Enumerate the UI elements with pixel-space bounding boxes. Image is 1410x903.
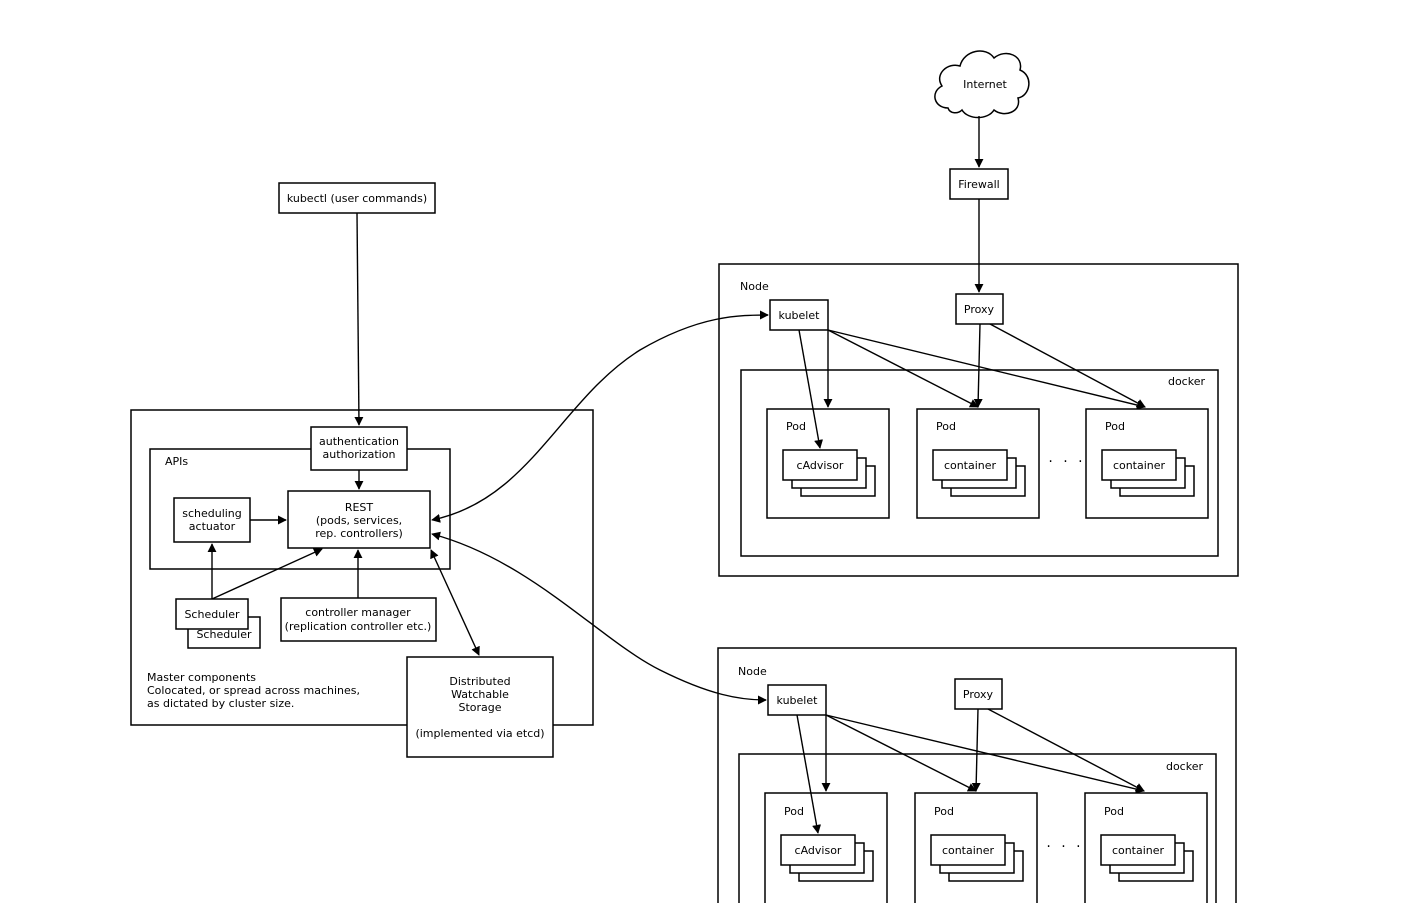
rest-kubelet-2-arrow xyxy=(431,531,767,705)
proxy-to-pod-arrow xyxy=(973,323,983,408)
firewall-label: Firewall xyxy=(958,178,999,191)
storage-box: Distributed Watchable Storage (implement… xyxy=(406,656,554,758)
kubectl-to-auth-arrow xyxy=(354,212,364,426)
container-box xyxy=(930,834,1006,866)
rest-line-3: rep. controllers) xyxy=(315,527,403,540)
scheduler-to-rest-arrow xyxy=(211,548,323,600)
kubelet-box xyxy=(769,299,829,331)
pod-label: Pod xyxy=(1105,420,1125,433)
auth-line-1: authentication xyxy=(319,435,399,448)
rest-kubelet-1-arrow xyxy=(431,310,769,523)
kubectl-label: kubectl (user commands) xyxy=(287,192,427,205)
master-caption-line-2: Colocated, or spread across machines, xyxy=(147,684,360,697)
scheduling-actuator-box: scheduling actuator xyxy=(173,497,251,543)
container-label: cAdvisor xyxy=(795,844,842,857)
pod-label: Pod xyxy=(1104,805,1124,818)
container-box xyxy=(1101,449,1177,481)
docker-label: docker xyxy=(1166,760,1204,773)
rest-line-2: (pods, services, xyxy=(316,514,402,527)
kubelet-label: kubelet xyxy=(779,309,821,322)
container-box xyxy=(780,834,856,866)
container-box xyxy=(1100,834,1176,866)
scheduler-stack: Scheduler Scheduler xyxy=(175,598,261,649)
storage-line-3: Storage xyxy=(458,701,501,714)
auth-box: authentication authorization xyxy=(310,426,408,471)
kubelet-to-pod-arrow xyxy=(827,329,1146,410)
kubelet-box xyxy=(767,684,827,716)
kubelet-to-pod-arrow xyxy=(825,714,1145,794)
kubelet-to-pod-arrow xyxy=(825,714,977,792)
docker-label: docker xyxy=(1168,375,1206,388)
apis-label: APIs xyxy=(165,455,188,468)
scheduler-back-label: Scheduler xyxy=(196,628,252,641)
internet-label: Internet xyxy=(963,78,1007,91)
pod-ellipsis: · · · xyxy=(1046,839,1083,855)
rest-line-1: REST xyxy=(345,501,374,514)
container-label: container xyxy=(944,459,997,472)
node-frame xyxy=(717,647,1237,903)
proxy-to-pod-arrow xyxy=(971,708,981,792)
kubectl-box: kubectl (user commands) xyxy=(278,182,436,214)
kubelet-to-cadvisor-arrow xyxy=(796,714,822,834)
container-label: container xyxy=(1113,459,1166,472)
pod-label: Pod xyxy=(934,805,954,818)
firewall-box: Firewall xyxy=(949,168,1009,200)
container-label: container xyxy=(942,844,995,857)
proxy-to-pod-arrow xyxy=(989,323,1146,408)
proxy-label: Proxy xyxy=(963,688,994,701)
kubelet-label: kubelet xyxy=(777,694,819,707)
controller-manager-line-2: (replication controller etc.) xyxy=(285,620,432,633)
pod-label: Pod xyxy=(786,420,806,433)
internet-cloud: Internet xyxy=(934,50,1030,119)
pod-label: Pod xyxy=(784,805,804,818)
rest-storage-arrow xyxy=(430,549,480,656)
node-2: Node docker kubelet Proxy Pod cAdvisor P… xyxy=(717,647,1237,903)
pod-label: Pod xyxy=(936,420,956,433)
connectors xyxy=(207,116,1146,834)
container-label: cAdvisor xyxy=(797,459,844,472)
proxy-box xyxy=(954,678,1003,710)
node-label: Node xyxy=(738,665,767,678)
controller-manager-box: controller manager (replication controll… xyxy=(280,597,437,642)
storage-line-2: Watchable xyxy=(451,688,509,701)
pod-ellipsis: · · · xyxy=(1048,454,1085,470)
scheduling-actuator-line-2: actuator xyxy=(189,520,236,533)
node-1: Node docker kubelet Proxy Pod cAdvisor P… xyxy=(718,263,1239,577)
container-label: container xyxy=(1112,844,1165,857)
proxy-box xyxy=(955,293,1004,325)
storage-line-5: (implemented via etcd) xyxy=(415,727,544,740)
proxy-label: Proxy xyxy=(964,303,995,316)
master-caption-line-1: Master components xyxy=(147,671,256,684)
node-label: Node xyxy=(740,280,769,293)
container-box xyxy=(782,449,858,481)
auth-line-2: authorization xyxy=(323,448,396,461)
master-caption-line-3: as dictated by cluster size. xyxy=(147,697,294,710)
container-box xyxy=(932,449,1008,481)
scheduler-label: Scheduler xyxy=(184,608,240,621)
storage-line-1: Distributed xyxy=(449,675,510,688)
rest-box: REST (pods, services, rep. controllers) xyxy=(287,490,431,549)
master-caption: Master components Colocated, or spread a… xyxy=(147,671,360,710)
controller-manager-line-1: controller manager xyxy=(305,606,411,619)
kubelet-to-pod-arrow xyxy=(827,329,979,408)
proxy-to-pod-arrow xyxy=(987,708,1145,792)
kubelet-to-cadvisor-arrow xyxy=(798,329,824,449)
scheduling-actuator-line-1: scheduling xyxy=(182,507,242,520)
